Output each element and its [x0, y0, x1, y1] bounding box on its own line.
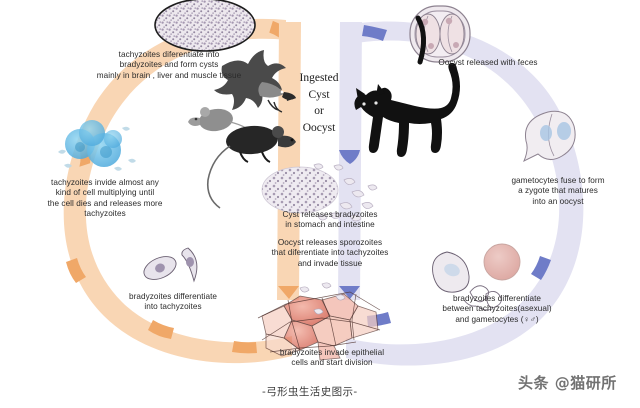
watermark-label: 头条 @猫研所 [518, 374, 617, 392]
bradyzoite-tachyzoite-illustration [143, 247, 198, 283]
right-stalk-arrow-mid [339, 150, 360, 164]
left-stalk-arrowhead [278, 286, 299, 299]
gametocyte-pair-illustration [432, 243, 521, 311]
label-bradyzoite-differentiation: bradyzoites differentiate between tachyz… [442, 294, 552, 324]
cat-illustration [354, 15, 460, 157]
label-bradyzoite-to-tachyzoite: bradyzoites differentiate into tachyzoit… [128, 292, 218, 312]
label-cyst-release: Cyst releases bradyzoites in stomach and… [282, 210, 378, 230]
tissue-cyst-illustration [154, 0, 256, 52]
zygote-illustration [523, 110, 576, 163]
grey-mouse-illustration [188, 107, 259, 139]
right-ring-arrow-1 [362, 25, 387, 41]
right-stalk-arrowhead [339, 286, 360, 299]
ingested-cyst-or-oocyst-label: Ingested Cyst or Oocyst [299, 72, 339, 134]
infected-cell-cluster-illustration [58, 120, 136, 171]
left-ring-arrow-4 [148, 320, 174, 339]
label-gametocyte-fusion: gametocytes fuse to form a zygote that m… [511, 176, 605, 206]
right-ring-arrow-3 [531, 256, 551, 280]
left-ring-arrow-3 [66, 258, 86, 283]
ruptured-cyst-illustration [261, 163, 378, 222]
right-ingestion-stalk [338, 22, 362, 300]
label-epithelial-invasion: bradyzoites invade epithelial cells and … [279, 348, 385, 368]
bird-illustration [214, 50, 296, 113]
label-tissue-cyst-formation: tachyzoites diferentiate into bradyzoite… [96, 50, 242, 80]
label-oocyst-release-sporozoites: Oocyst releases sporozoites that diferen… [271, 238, 389, 268]
black-mouse-illustration [206, 125, 296, 209]
left-ring-band [63, 18, 292, 364]
left-ring-arrow-5 [232, 341, 257, 354]
diagram-caption: -弓形虫生活史图示- [262, 386, 358, 398]
sporulated-oocyst-illustration [409, 5, 471, 63]
intestinal-epithelium-illustration [257, 282, 381, 361]
label-tachyzoite-invasion: tachyzoites invide almost any kind of ce… [47, 178, 163, 219]
label-oocyst-feces: Oocyst released with feces [438, 58, 538, 67]
